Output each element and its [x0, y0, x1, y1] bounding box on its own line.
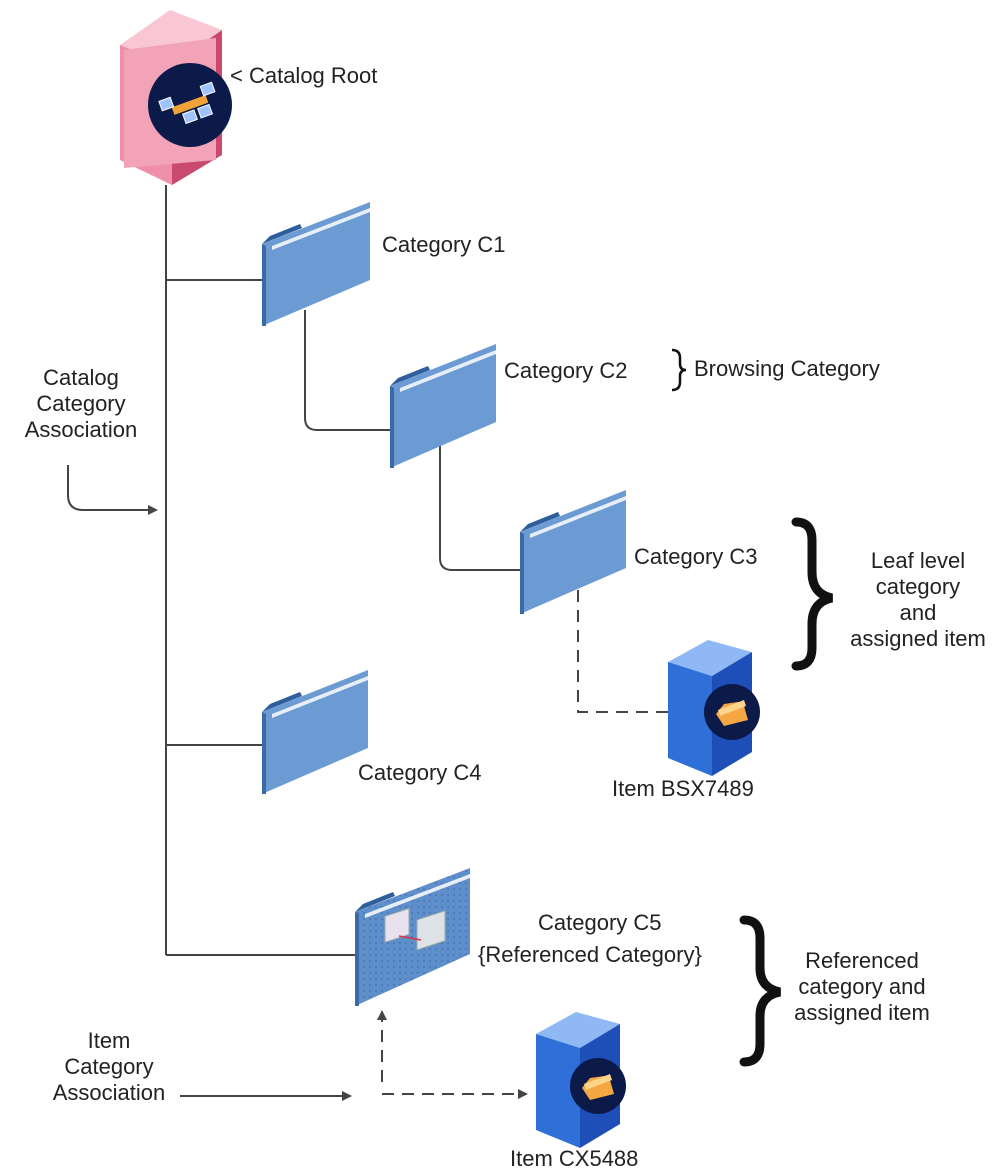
item-bsx7489-label: Item BSX7489: [612, 776, 754, 801]
category-c3-label: Category C3: [634, 544, 758, 569]
brace-leaf: [791, 517, 834, 671]
category-c5-subtitle: {Referenced Category}: [478, 942, 702, 967]
leaf-level-annotation: Leaf level category and assigned item: [838, 548, 998, 652]
item-cx5488-label: Item CX5488: [510, 1146, 639, 1171]
leaf-line-1: Leaf level: [870, 548, 966, 573]
category-c1-label: Category C1: [382, 232, 506, 257]
tree-connectors: [165, 185, 520, 956]
leaf-line-4: assigned item: [850, 625, 986, 651]
catalog-root-label: < Catalog Root: [230, 63, 378, 88]
item-category-association-annotation: Item Category Association: [34, 1028, 184, 1106]
dashed-associations: [377, 590, 668, 1099]
referenced-line-1: Referenced: [805, 948, 919, 973]
brace-browsing: [671, 348, 687, 392]
folder-icon-c4: [262, 670, 368, 794]
referenced-annotation: Referenced category and assigned item: [780, 948, 944, 1026]
catalog-assoc-line-2: Category: [36, 390, 126, 416]
category-c4-label: Category C4: [358, 760, 482, 785]
referenced-line-2: category and: [798, 973, 926, 999]
folder-icon-c2: [390, 344, 496, 468]
item-icon-cx5488: [536, 1012, 626, 1148]
leaf-line-2: category: [875, 573, 961, 599]
item-icon-bsx7489: [668, 640, 760, 776]
braces: [671, 348, 834, 1067]
item-assoc-line-1: Item: [87, 1028, 131, 1053]
referenced-folder-icon-c5: [355, 868, 470, 1006]
catalog-assoc-line-1: Catalog: [43, 365, 119, 390]
brace-referenced: [739, 915, 782, 1067]
category-c5-label: Category C5: [538, 910, 662, 935]
catalog-assoc-line-3: Association: [24, 416, 138, 442]
item-assoc-line-3: Association: [52, 1079, 166, 1105]
folder-icon-c3: [520, 490, 626, 614]
browsing-category-label: Browsing Category: [694, 356, 880, 381]
referenced-line-3: assigned item: [794, 999, 930, 1025]
association-arrows: [67, 465, 352, 1101]
item-assoc-line-2: Category: [64, 1053, 154, 1079]
catalog-category-association-annotation: Catalog Category Association: [6, 365, 156, 443]
category-c2-label: Category C2: [504, 358, 628, 383]
catalog-root-icon: [120, 10, 232, 185]
leaf-line-3: and: [899, 599, 937, 625]
folder-icon-c1: [262, 202, 370, 326]
